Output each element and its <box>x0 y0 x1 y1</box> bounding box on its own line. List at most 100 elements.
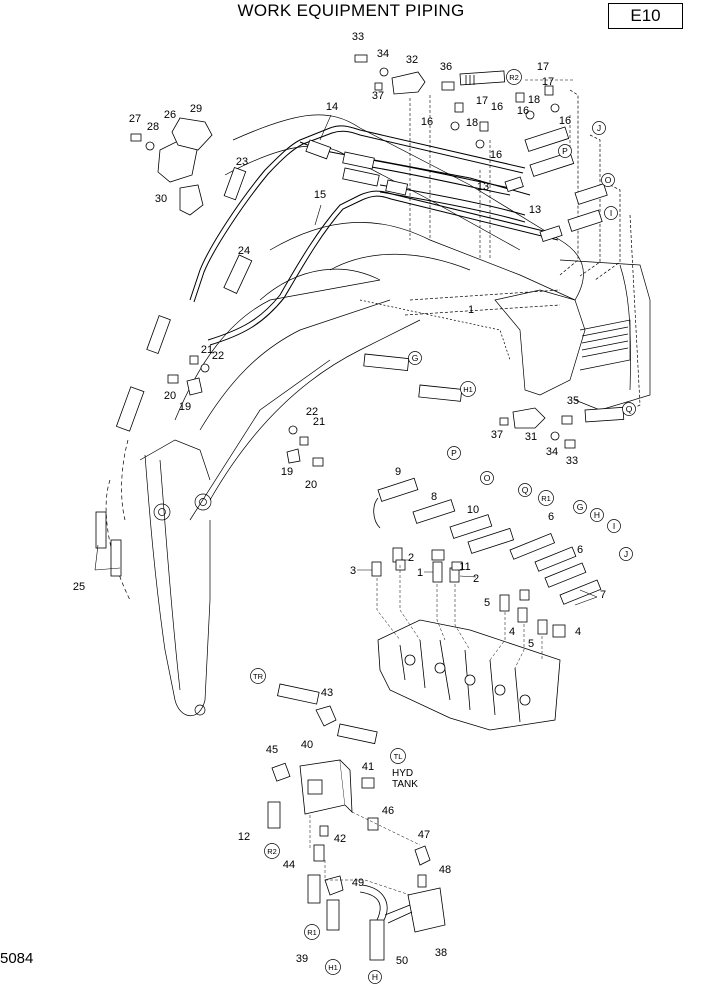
tank-label-line-2: TANK <box>392 779 418 790</box>
part-label: 21 <box>313 416 325 428</box>
part-label: 16 <box>490 149 502 161</box>
part-label: 1 <box>468 304 474 316</box>
connector-tag-circle <box>607 519 621 533</box>
part-label: 22 <box>212 350 224 362</box>
control-valve <box>371 477 602 731</box>
tank-label-line-1: HYD <box>392 768 413 779</box>
part-label: 15 <box>314 189 326 201</box>
part-label: 17 <box>476 95 488 107</box>
connector-tag: H1 <box>325 959 341 975</box>
part-label: 11 <box>459 561 470 573</box>
part-label: 26 <box>164 109 176 121</box>
connector-tag-circle <box>506 69 522 85</box>
part-label: 12 <box>238 831 250 843</box>
connector-tag: TR <box>250 668 266 684</box>
connector-tag-circle <box>460 381 476 397</box>
part-label: 34 <box>377 48 389 60</box>
connector-tag-text: G <box>412 353 419 363</box>
part-label: 19 <box>179 401 191 413</box>
part-label: 16 <box>517 105 529 117</box>
connector-tag: G <box>573 500 587 514</box>
part-label: 5 <box>484 597 490 609</box>
part-label: 50 <box>396 955 408 967</box>
connector-tag-text: H <box>594 510 600 520</box>
connector-tag-text: TR <box>253 672 264 681</box>
connector-tag: R1 <box>304 924 320 940</box>
connector-tag-circle <box>325 959 341 975</box>
connector-tag-text: H <box>372 972 378 982</box>
connector-tag-circle <box>390 748 406 764</box>
connector-tag-circle <box>622 402 636 416</box>
part-label: 20 <box>305 479 317 491</box>
part-label: 17 <box>542 76 554 88</box>
part-label: 45 <box>266 744 278 756</box>
part-label: 20 <box>164 390 176 402</box>
connector-tag: R2 <box>264 843 280 859</box>
connector-tag: TL <box>390 748 406 764</box>
part-label: 13 <box>529 204 541 216</box>
part-label: 35 <box>567 395 579 407</box>
part-label: 39 <box>296 953 308 965</box>
tank-leader-lines <box>309 811 421 896</box>
part-label: 33 <box>566 455 578 467</box>
connector-tag-text: P <box>451 448 457 458</box>
part-label: 40 <box>301 739 313 751</box>
connector-tag-text: P <box>562 146 568 156</box>
part-label: 10 <box>467 504 479 516</box>
part-label: 33 <box>352 31 364 43</box>
connector-tag: R1 <box>538 490 554 506</box>
part-label: 47 <box>418 829 430 841</box>
connector-tag: O <box>601 173 615 187</box>
part-label: 42 <box>334 833 346 845</box>
boom-pipes <box>189 79 575 346</box>
part-label: 6 <box>577 544 583 556</box>
part-label: 17 <box>537 61 549 73</box>
label-leader-lines <box>94 114 598 606</box>
part-label: 19 <box>281 466 293 478</box>
part-label: 2 <box>408 552 414 564</box>
page-title: WORK EQUIPMENT PIPING <box>237 1 465 20</box>
connector-tag-circle <box>573 500 587 514</box>
part-label: 41 <box>362 761 374 773</box>
part-label: 8 <box>431 491 437 503</box>
connector-tag: H <box>368 970 382 984</box>
connector-tag-text: G <box>577 502 584 512</box>
connector-tag: Q <box>622 402 636 416</box>
part-label: 4 <box>509 626 515 638</box>
part-label: 37 <box>372 90 384 102</box>
part-label: 27 <box>129 113 141 125</box>
connector-tag: P <box>558 144 572 158</box>
connector-tag-circle <box>592 121 606 135</box>
hose-fittings <box>95 70 625 577</box>
connector-tag-circle <box>480 471 494 485</box>
part-label: 16 <box>421 116 433 128</box>
part-label: 25 <box>73 581 85 593</box>
connector-tag-text: J <box>597 123 601 133</box>
part-label: 49 <box>352 877 364 889</box>
connector-tag-text: TL <box>394 752 403 761</box>
connector-tag-text: R1 <box>541 494 551 503</box>
part-label: 16 <box>559 115 571 127</box>
part-label: 18 <box>466 117 478 129</box>
section-code-box: E10 <box>608 3 683 29</box>
part-label: 43 <box>321 687 333 699</box>
part-label: 7 <box>600 589 606 601</box>
connector-tag: I <box>604 206 618 220</box>
connector-tag-circle <box>250 668 266 684</box>
connector-tag-text: R1 <box>307 928 317 937</box>
part-label: 37 <box>491 429 503 441</box>
part-label: 38 <box>435 947 447 959</box>
connector-tag-text: J <box>624 549 628 559</box>
connector-tag-circle <box>538 490 554 506</box>
connector-tag-text: O <box>484 473 491 483</box>
connector-tag: G <box>408 351 422 365</box>
part-label: 2 <box>473 573 479 585</box>
part-label: 13 <box>477 181 489 193</box>
connector-tag-circle <box>590 508 604 522</box>
part-label: 24 <box>238 245 250 257</box>
connector-tag: Q <box>518 483 532 497</box>
part-label: 18 <box>528 94 540 106</box>
part-label: 5 <box>528 638 534 650</box>
